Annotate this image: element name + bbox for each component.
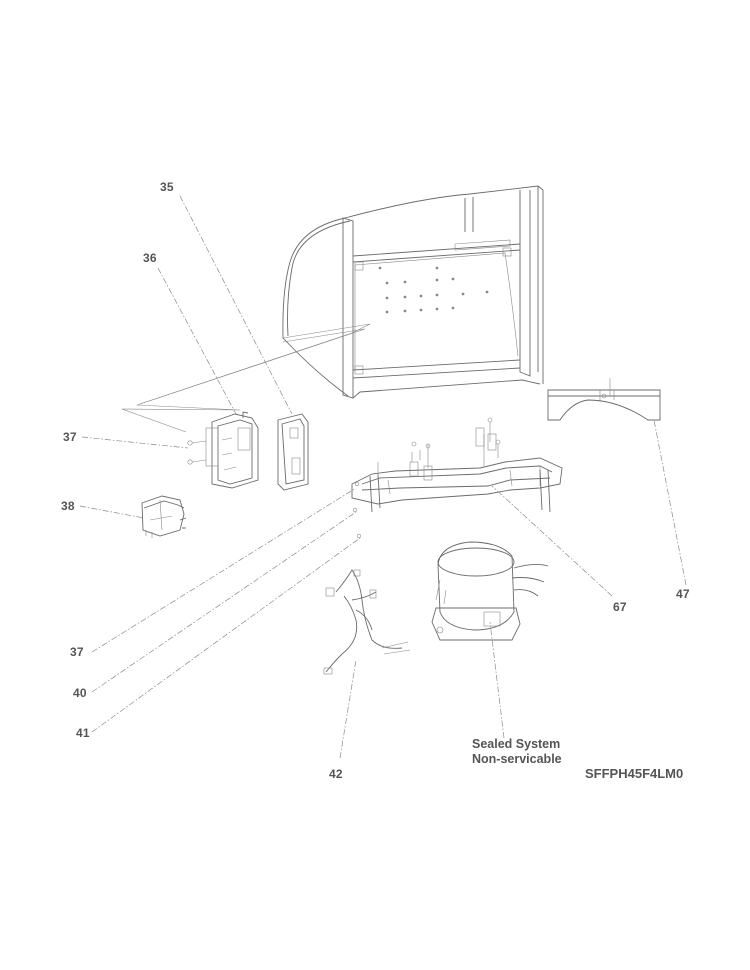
callout-41: 41	[76, 726, 90, 740]
part-67-base-pan	[351, 457, 563, 513]
callout-42: 42	[329, 767, 343, 781]
screws-37	[187, 440, 207, 465]
callout-35: 35	[160, 180, 174, 194]
sealed-system-line1: Sealed System	[472, 737, 561, 751]
part-36-bracket	[205, 411, 259, 489]
part-35-cover	[277, 413, 309, 491]
callout-40: 40	[73, 686, 87, 700]
leader-lines	[79, 195, 687, 759]
sealed-system-line2: Non-servicable	[472, 752, 562, 766]
base-fasteners	[352, 417, 501, 539]
part-47-drain-pan	[547, 378, 661, 421]
cabinet-compartment	[282, 185, 544, 399]
callout-67: 67	[613, 600, 627, 614]
part-42-wire-harness	[323, 569, 411, 675]
model-number: SFFPH45F4LM0	[585, 766, 684, 781]
callout-36: 36	[143, 251, 157, 265]
vent-holes	[378, 266, 489, 314]
part-38-relay	[141, 495, 187, 538]
callout-37-top: 37	[63, 430, 77, 444]
callout-37-bottom: 37	[70, 645, 84, 659]
callout-38: 38	[61, 499, 75, 513]
sealed-system-caption: Sealed System Non-servicable	[472, 737, 562, 767]
compressor	[431, 541, 549, 641]
callout-47: 47	[676, 587, 690, 601]
